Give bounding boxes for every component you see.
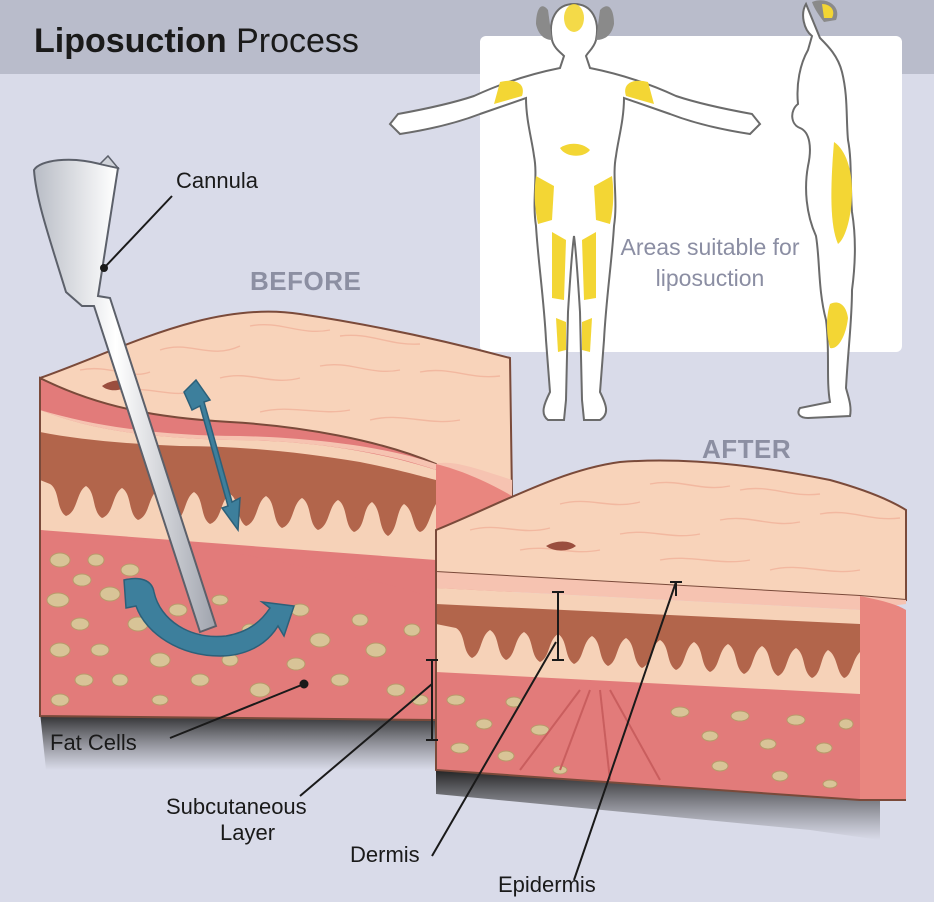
subcutaneous-label-line2: Layer [220,820,275,846]
before-label: BEFORE [250,266,361,297]
after-side-face [860,596,906,800]
cannula-label: Cannula [176,168,258,194]
cannula-leader [104,196,172,268]
fat-cells-label: Fat Cells [50,730,137,756]
after-block [436,461,906,840]
after-label: AFTER [702,434,791,465]
areas-caption: Areas suitable for liposuction [620,232,800,294]
fat-cells-dot [301,681,308,688]
epidermis-label: Epidermis [498,872,596,898]
subcutaneous-label-line1: Subcutaneous [166,794,307,820]
dermis-label: Dermis [350,842,420,868]
